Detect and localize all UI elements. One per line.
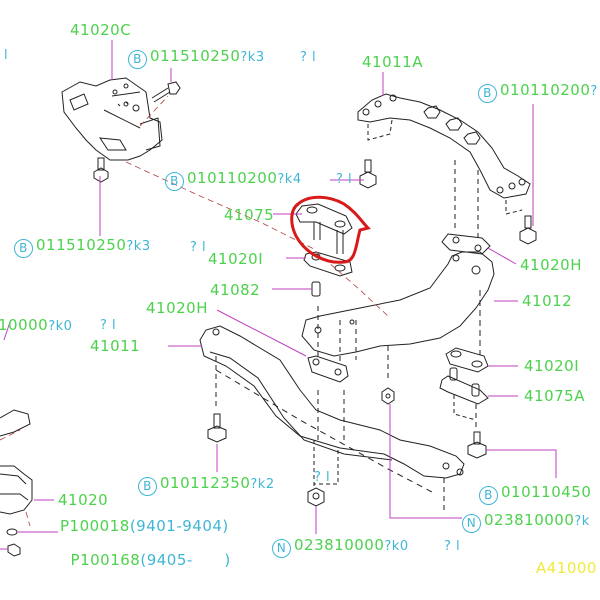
- bolt-icon[interactable]: [93, 157, 109, 183]
- nut-badge-icon: N: [462, 514, 481, 533]
- annotation-marker: ? l: [336, 172, 353, 187]
- pad-41020h-drawing[interactable]: [441, 233, 491, 255]
- pad-41020h-drawing[interactable]: [307, 355, 349, 383]
- nut-icon[interactable]: [381, 387, 395, 405]
- bolt-icon[interactable]: [207, 413, 227, 443]
- bolt-badge-icon: B: [138, 477, 157, 496]
- part-label-41082[interactable]: 41082: [210, 281, 261, 299]
- bolt-icon[interactable]: [359, 159, 377, 189]
- highlight-circle: [290, 195, 371, 264]
- part-label-p100168[interactable]: P100168(9405- ): [70, 551, 231, 569]
- part-label-41012[interactable]: 41012: [522, 292, 573, 310]
- bolt-badge-icon: B: [165, 172, 184, 191]
- figure-id: A41000: [536, 559, 597, 577]
- nut-badge-icon: N: [272, 539, 291, 558]
- part-label-41020i-top[interactable]: 41020I: [208, 250, 264, 268]
- part-label-41075[interactable]: 41075: [224, 206, 275, 224]
- crossmember-41011a-drawing[interactable]: [357, 93, 531, 199]
- bolt-icon[interactable]: [519, 215, 537, 245]
- crossmember-41011-drawing[interactable]: [199, 325, 465, 479]
- part-label-41020i-right[interactable]: 41020I: [524, 357, 580, 375]
- part-label-41020h-right[interactable]: 41020H: [520, 256, 582, 274]
- nut-icon[interactable]: [7, 543, 21, 557]
- mount-41020-drawing[interactable]: [0, 409, 33, 515]
- annotation-marker: ? l: [314, 470, 331, 485]
- crossmember-41012-drawing[interactable]: [301, 251, 495, 357]
- part-label-41020h-left[interactable]: 41020H: [146, 299, 208, 317]
- annotation-marker: ? l: [300, 50, 317, 65]
- bolt-badge-icon: B: [14, 239, 33, 258]
- annotation-marker: ? l: [100, 318, 117, 333]
- part-label-41075a[interactable]: 41075A: [524, 387, 585, 405]
- annotation-marker: ? l: [190, 240, 207, 255]
- washer-icon[interactable]: [6, 528, 18, 536]
- bolt-icon[interactable]: [151, 81, 181, 103]
- nut-icon[interactable]: [307, 487, 325, 507]
- bolt-badge-icon: B: [128, 50, 147, 69]
- part-label-41011a[interactable]: 41011A: [362, 53, 423, 71]
- bolt-badge-icon: B: [478, 84, 497, 103]
- pad-41020i-drawing[interactable]: [303, 251, 353, 277]
- left-edge-fragment: l: [4, 48, 9, 63]
- part-label-p100018[interactable]: P100018(9401-9404): [60, 517, 229, 535]
- pin-41082-drawing[interactable]: [311, 281, 321, 297]
- part-label-41020c[interactable]: 41020C: [70, 21, 132, 39]
- part-label-41011[interactable]: 41011: [90, 337, 141, 355]
- bolt-badge-icon: B: [479, 486, 498, 505]
- part-label-41020[interactable]: 41020: [58, 491, 109, 509]
- bracket-41020c-drawing[interactable]: [61, 77, 163, 161]
- plate-41075a-drawing[interactable]: [439, 367, 489, 405]
- annotation-marker: ? l: [444, 539, 461, 554]
- part-label-nut-10000-left[interactable]: 10000?k0: [0, 316, 73, 334]
- bracket-41075-drawing[interactable]: [295, 203, 353, 254]
- bolt-icon[interactable]: [467, 431, 487, 459]
